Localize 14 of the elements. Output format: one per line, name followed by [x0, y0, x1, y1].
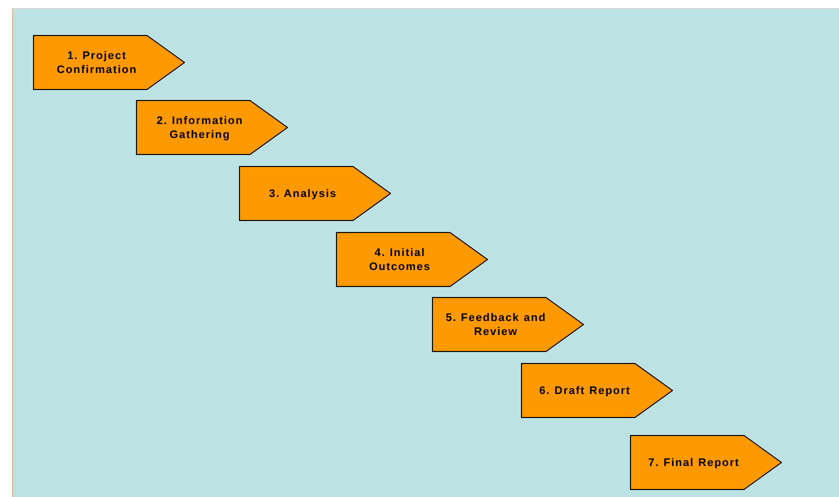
process-step-block: [33, 35, 185, 90]
step-label: 5. Feedback and Review: [444, 310, 548, 338]
process-step-block: [239, 166, 391, 221]
process-step-block: [630, 435, 782, 490]
step-label: 2. Information Gathering: [156, 114, 244, 142]
step-label: 3. Analysis: [268, 186, 338, 200]
process-step-block: [432, 297, 584, 352]
step-label: 4. Initial Outcomes: [368, 246, 432, 274]
step-label: 1. Project Confirmation: [56, 48, 138, 76]
step-label: 7. Final Report: [647, 456, 741, 470]
process-step-block: [336, 232, 488, 287]
step-label: 6. Draft Report: [538, 384, 632, 398]
process-step-block: [521, 363, 673, 418]
process-step-block: [136, 100, 288, 155]
